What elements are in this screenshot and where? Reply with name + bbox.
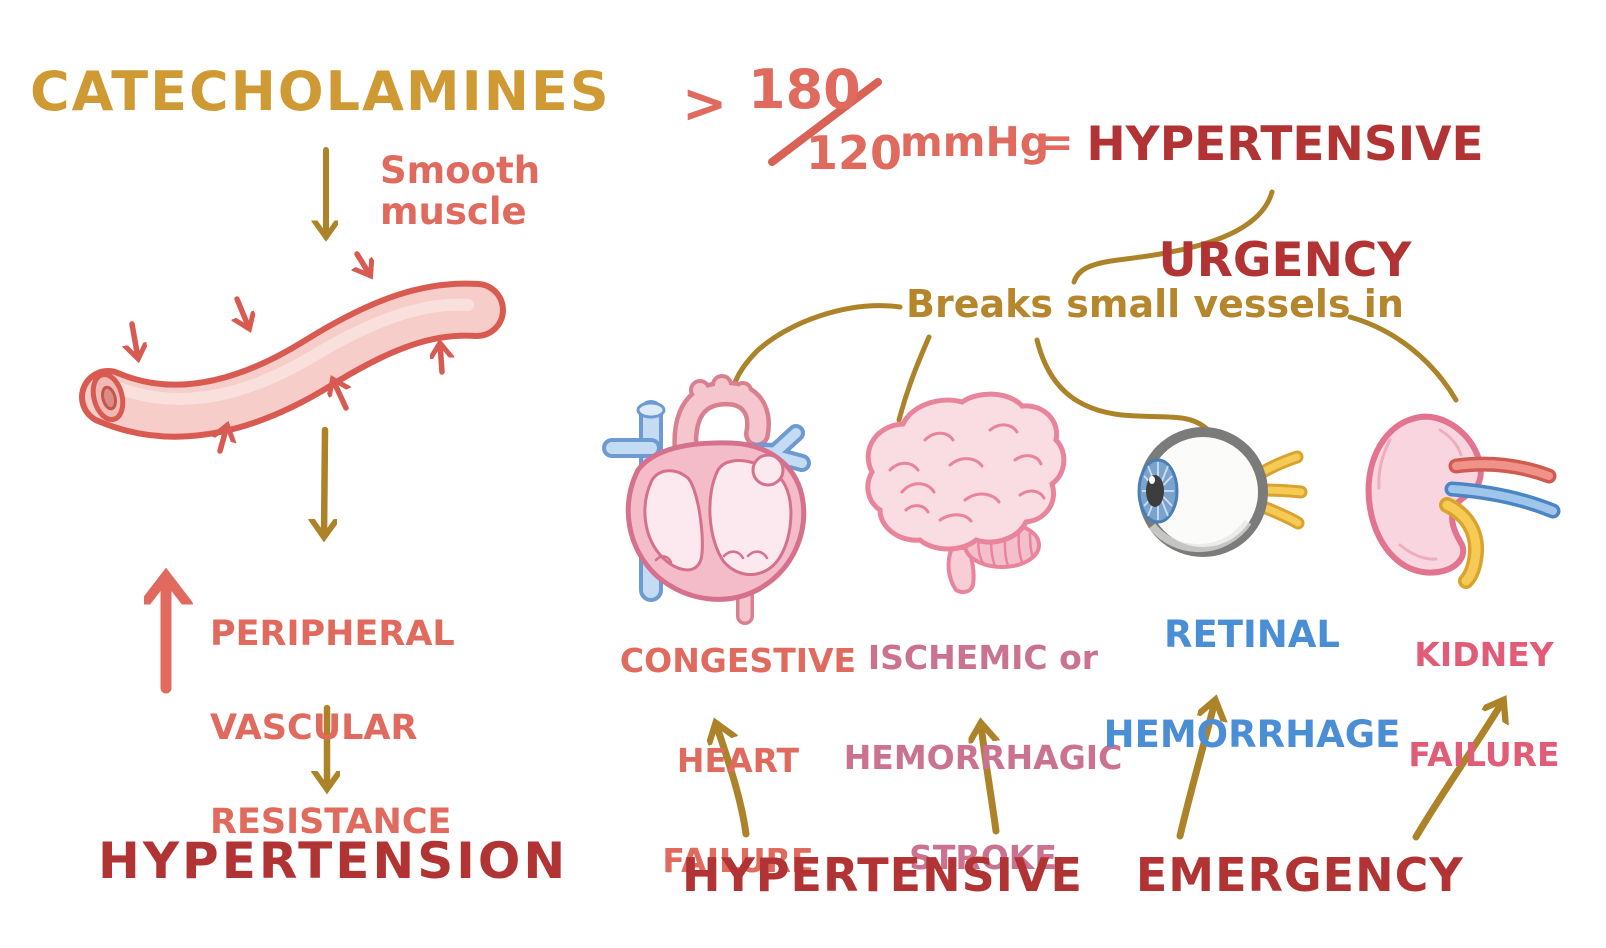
arrow-emergency-to-retinal [1176, 701, 1215, 840]
hypertensive-urgency-heading: HYPERTENSIVE URGENCY [1086, 58, 1483, 348]
chf-line-1: CONGESTIVE [619, 641, 857, 680]
bp-diastolic-value: 120 [806, 126, 903, 180]
pressure-arrow-2 [237, 296, 249, 328]
pressure-arrow-3 [132, 321, 138, 358]
bp-greater-than: > [682, 72, 728, 135]
stroke-label: ISCHEMIC or HEMORRHAGIC STROKE [844, 583, 1123, 933]
brain-illustration [865, 391, 1067, 595]
pvr-line-1: PERIPHERAL [210, 614, 455, 654]
hypertension-heading: HYPERTENSION [98, 832, 569, 890]
kidney-line-1: KIDNEY [1414, 635, 1554, 674]
peripheral-vascular-resistance-label: PERIPHERAL VASCULAR RESISTANCE [210, 564, 455, 893]
arrow-emergency-to-chf [716, 724, 750, 838]
pressure-arrow-1 [357, 251, 370, 275]
pressure-arrow-5 [440, 344, 442, 375]
hypertensive-emergency-heading: HYPERTENSIVE EMERGENCY [682, 848, 1464, 902]
pvr-line-2: VASCULAR [210, 708, 418, 748]
vessel-pressure-arrows [132, 251, 442, 454]
pressure-arrow-4 [333, 380, 346, 411]
pressure-arrow-6 [220, 426, 227, 454]
eye-illustration [1137, 427, 1308, 557]
stroke-line-3: STROKE [909, 838, 1057, 877]
kidney-line-2: FAILURE [1408, 735, 1560, 774]
blood-vessel-illustration [79, 280, 506, 440]
curve-breaks-to-brain [896, 334, 932, 423]
chf-line-3: FAILURE [662, 841, 814, 880]
kidney-illustration [1365, 413, 1561, 589]
stroke-line-2: HEMORRHAGIC [843, 738, 1123, 777]
pvr-line-3: RESISTANCE [210, 802, 452, 842]
breaks-small-vessels-label: Breaks small vessels in [906, 282, 1404, 326]
kidney-failure-label: KIDNEY FAILURE [1408, 580, 1559, 830]
arrow-emergency-to-stroke [981, 724, 996, 835]
retinal-hemorrhage-label: RETINAL HEMORRHAGE [1104, 560, 1401, 810]
smooth-muscle-label: Smooth muscle [380, 149, 541, 233]
curve-urgency-to-breaks [1071, 189, 1275, 285]
arrow-emergency-to-kidney [1412, 701, 1503, 841]
stroke-line-1: ISCHEMIC or [867, 638, 1099, 677]
urgency-line-1: HYPERTENSIVE [1086, 117, 1484, 172]
urgency-line-2: URGENCY [1158, 233, 1412, 288]
bp-unit-label: mmHg [900, 118, 1050, 166]
arrow-vessel-to-resistance [324, 426, 325, 536]
bp-systolic-value: 180 [748, 58, 861, 121]
retinal-line-2: HEMORRHAGE [1103, 713, 1401, 756]
chf-line-2: HEART [676, 741, 800, 780]
bp-equals-sign: = [1040, 120, 1074, 166]
curve-breaks-to-heart [730, 303, 903, 393]
heart-illustration [602, 374, 811, 625]
bp-fraction-slash [768, 78, 882, 166]
retinal-line-1: RETINAL [1164, 613, 1340, 656]
curve-breaks-to-kidney [1347, 314, 1459, 403]
catecholamines-heading: CATECHOLAMINES [30, 60, 611, 123]
congestive-heart-failure-label: CONGESTIVE HEART FAILURE [620, 586, 856, 936]
curve-breaks-to-eye [1034, 337, 1210, 432]
